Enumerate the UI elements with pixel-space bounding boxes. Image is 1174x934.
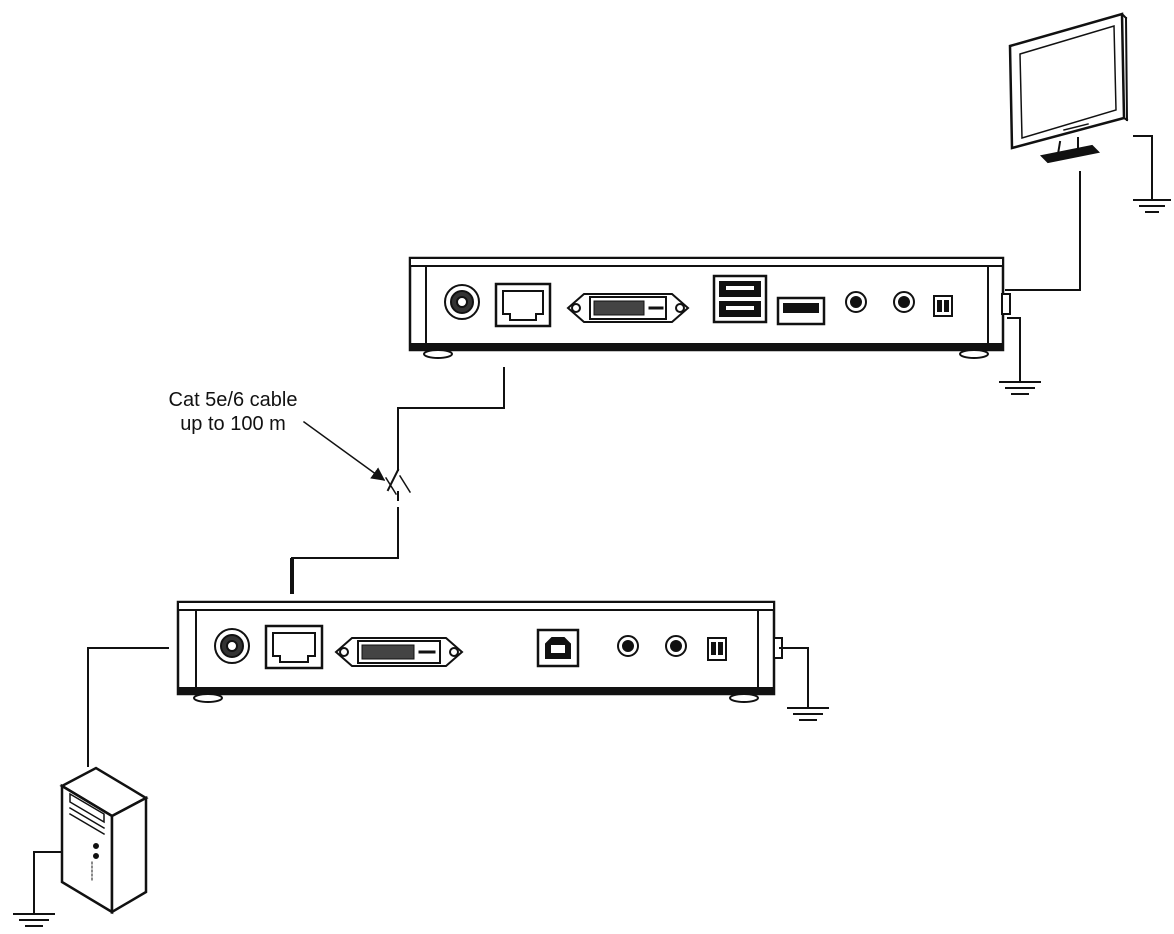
dip-switch-icon [933, 295, 953, 317]
rj45-port-icon [264, 624, 324, 670]
usb-a-port-icon [776, 296, 826, 326]
ground-symbol-icon [999, 381, 1041, 395]
ground-symbol-icon [787, 707, 829, 721]
receiver-unit [408, 256, 1011, 359]
arrow-icon [302, 420, 386, 482]
cable-label-line-1: Cat 5e/6 cable [168, 389, 298, 411]
ground-symbol-icon [1133, 199, 1171, 213]
cable-label-line-2: up to 100 m [180, 413, 286, 435]
monitor-icon [1008, 12, 1129, 164]
cable-label: Cat 5e/6 cable up to 100 m [138, 388, 328, 436]
usb-b-port-icon [536, 628, 580, 668]
transmitter-unit [176, 600, 783, 703]
cable-break-icon [384, 468, 412, 501]
audio-jack-icon [617, 635, 639, 657]
power-jack-icon [444, 284, 480, 320]
audio-jack-icon [893, 291, 915, 313]
dip-switch-icon [707, 637, 727, 661]
computer-tower-icon [59, 766, 149, 915]
rj45-port-icon [494, 282, 552, 328]
usb-a-port-icon [712, 274, 768, 324]
ground-symbol-icon [13, 913, 55, 927]
dvi-port-icon [566, 293, 690, 323]
cat-cable-lower [291, 507, 399, 591]
dvi-port-icon [334, 637, 464, 667]
audio-jack-icon [845, 291, 867, 313]
cat-cable-upper [397, 367, 505, 471]
audio-jack-icon [665, 635, 687, 657]
power-jack-icon [214, 628, 250, 664]
